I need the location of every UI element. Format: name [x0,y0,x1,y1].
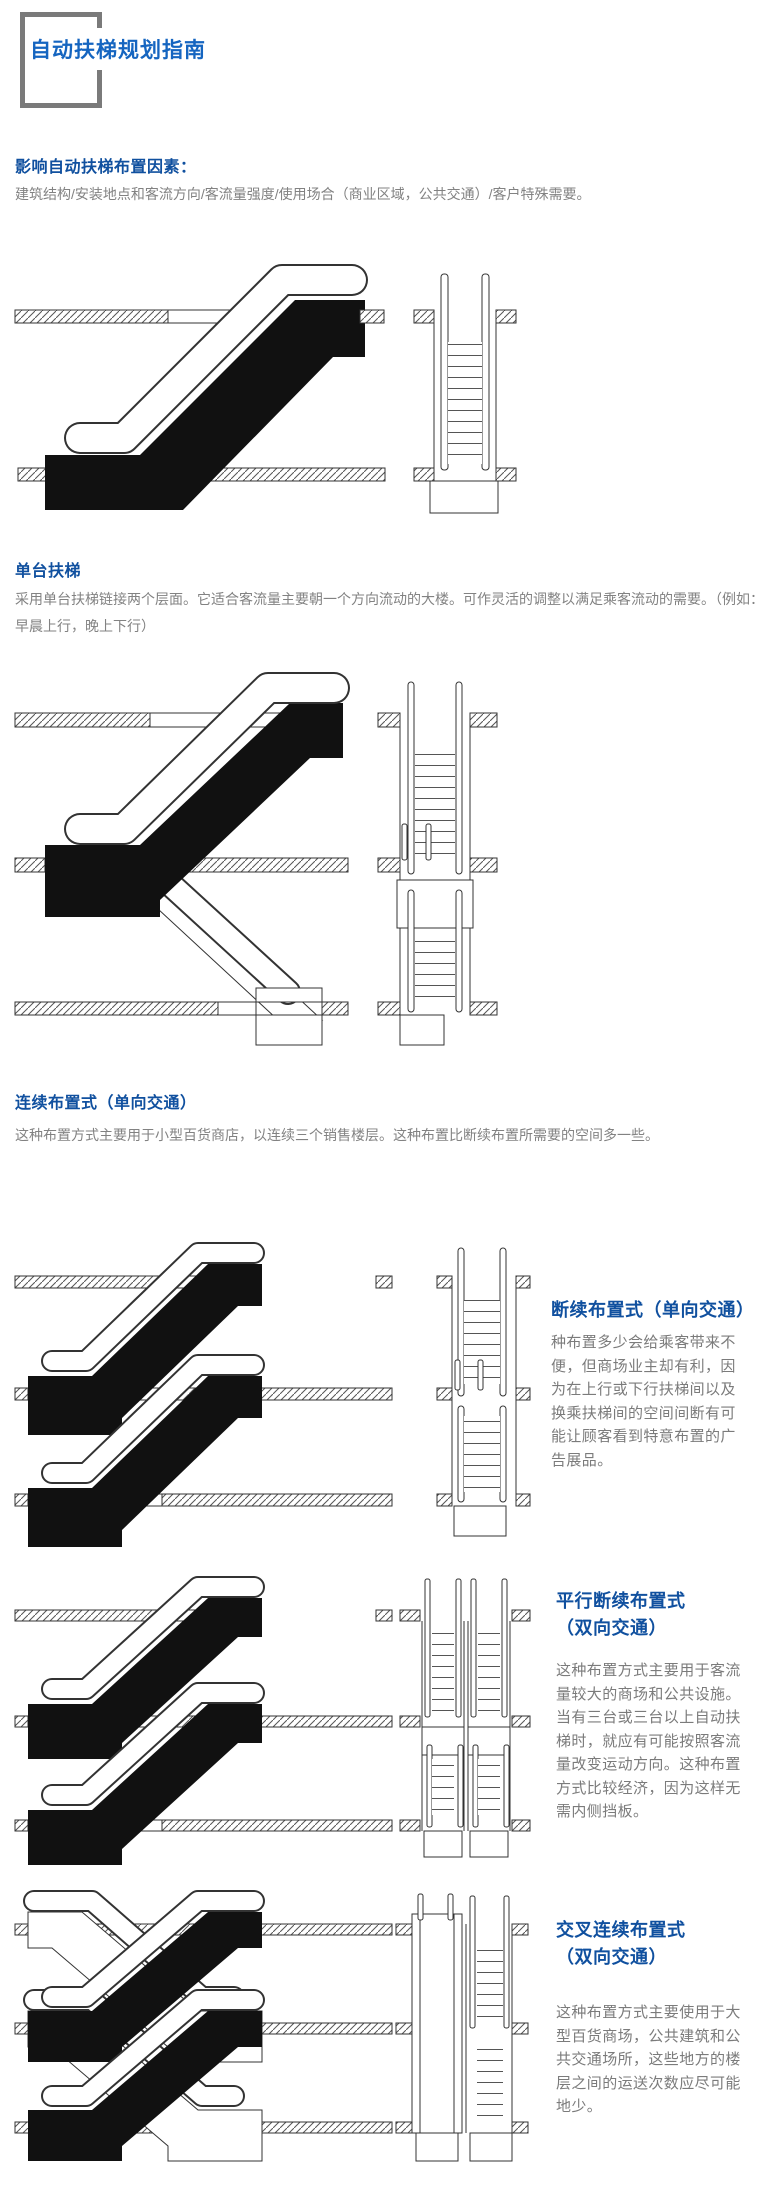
section-body-continuous: 这种布置方式主要用于小型百货商店，以连续三个销售楼层。这种布置比断续布置所需要的… [15,1127,659,1143]
side-view-interrupted [14,1242,393,1547]
section-body-parallel: 这种布置方式主要用于客流量较大的商场和公共设施。当有三台或三台以上自动扶梯时，就… [556,1662,741,1820]
front-view-interrupted [436,1247,531,1537]
section-heading-parallel-line2: （双向交通） [556,1618,667,1638]
side-view-cross [14,1890,393,2162]
diagram-parallel-arrangement [14,1576,531,1865]
page-title: 自动扶梯规划指南 [30,28,220,70]
section-heading-single: 单台扶梯 [15,563,82,580]
section-body-factors: 建筑结构/安装地点和客流方向/客流量强度/使用场合（商业区域，公共交通）/客户特… [15,186,591,202]
section-heading-cross-line1: 交叉连续布置式 [556,1920,686,1940]
section-heading-parallel-line1: 平行断续布置式 [556,1591,686,1611]
diagram-single-escalator [14,264,517,514]
section-heading-interrupted: 断续布置式（单向交通） [551,1300,755,1320]
parallel-text-column: 平行断续布置式 （双向交通） 这种布置方式主要用于客流量较大的商场和公共设施。当… [556,1588,762,1824]
section-body-cross: 这种布置方式主要使用于大型百货商场，公共建筑和公共交通场所，这些地方的楼层之间的… [556,2004,741,2115]
section-body-single: 采用单台扶梯链接两个层面。它适合客流量主要朝一个方向流动的大楼。可作灵活的调整以… [15,591,764,634]
section-heading-continuous: 连续布置式（单向交通） [15,1095,197,1112]
diagram-interrupted-arrangement [14,1242,531,1547]
side-view-single [14,264,386,510]
side-view-continuous [14,672,350,1046]
section-body-interrupted: 种布置多少会给乘客带来不便，但商场业主却有利，因为在上行或下行扶梯间以及换乘扶梯… [551,1334,736,1469]
interrupted-text-column: 断续布置式（单向交通） 种布置多少会给乘客带来不便，但商场业主却有利，因为在上行… [551,1297,757,1472]
section-heading-factors: 影响自动扶梯布置因素： [15,159,197,176]
section-heading-cross-line2: （双向交通） [556,1947,667,1967]
front-view-continuous [377,681,498,1046]
cross-text-column: 交叉连续布置式 （双向交通） 这种布置方式主要使用于大型百货商场，公共建筑和公共… [556,1917,762,2119]
front-view-cross [395,1893,529,2162]
front-view-single [413,273,517,514]
front-view-parallel [399,1578,531,1858]
side-view-parallel [14,1576,393,1865]
diagram-continuous-arrangement [14,672,498,1046]
diagram-cross-arrangement [14,1890,529,2162]
